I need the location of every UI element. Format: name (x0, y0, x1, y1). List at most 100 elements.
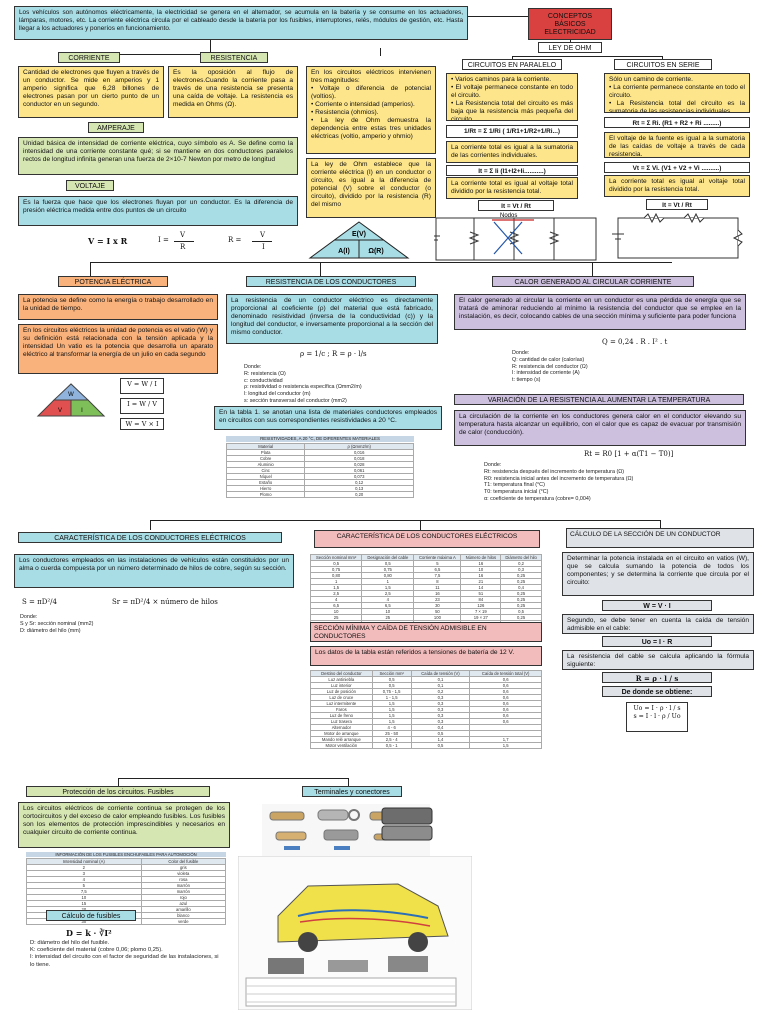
connector-line (420, 520, 421, 530)
voltaje-title: VOLTAJE (66, 180, 114, 191)
serie-text3: La corriente total es igual al voltaje t… (604, 175, 750, 197)
serie-text: Sólo un camino de corriente. • La corrie… (604, 73, 750, 113)
calculo-formula2: Uo = I · R (602, 636, 712, 647)
fuse-table: Intensidad nominal (A)Color del fusible … (26, 858, 227, 925)
connector-line (118, 778, 119, 786)
calor-formula: Q = 0,24 . R . I² . t (602, 338, 668, 346)
paralelo-formula1: 1/Rt = Σ 1/Ri ( 1/R1+1/R2+1/Ri...) (446, 125, 578, 138)
calculo-text1: Determinar la potencia instalada en el c… (562, 552, 754, 596)
connector-line (88, 54, 238, 55)
calculo-formula1: W = V · I (602, 600, 712, 611)
serie-formula1: Rt = Σ Ri. (R1 + R2 + Ri .........) (604, 117, 750, 128)
variacion-donde: Donde: Rt: resistencia después del incre… (484, 462, 634, 502)
ohm-formula-i-left: I = (158, 236, 169, 244)
connector-line (320, 262, 321, 276)
triangle-a-label: A(I) (338, 248, 350, 255)
car-wiring-diagram (238, 856, 472, 1010)
resistivity-table-title: RESISTIVIDADES, A 20 °C, DE DIFERENTES M… (226, 436, 414, 442)
calculo-text3: La resistencia del cable se calcula apli… (562, 650, 754, 670)
serie-formula2: Vt = Σ Vi. (V1 + V2 + Vi ..........) (604, 162, 750, 173)
connector-line (512, 56, 513, 60)
connector-line (348, 778, 349, 786)
calculo-formula4a: Uo = I · ρ · l / s (633, 705, 681, 712)
seccion-minima-title: SECCIÓN MÍNIMA Y CAÍDA DE TENSIÓN ADMISI… (310, 622, 542, 642)
table-header: Diámetro del hilo (500, 554, 542, 561)
calculo-formula4b: s = I · l · ρ / Uo (633, 712, 681, 720)
potencia-text2: En los circuitos eléctricos la unidad de… (18, 324, 218, 374)
connector-line (90, 262, 672, 263)
connector-line (90, 262, 91, 276)
ohm-formula-v: V = I x R (88, 236, 128, 246)
amperaje-title: AMPERAJE (88, 122, 144, 133)
serie-title: CIRCUITOS EN SERIE (614, 59, 712, 70)
proteccion-title: Protección de los circuitos. Fusibles (26, 786, 210, 797)
connector-line (660, 520, 661, 530)
res-conductores-formula: ρ = 1/c ; R = ρ · l/s (300, 350, 367, 358)
paralelo-text: • Varios caminos para la corriente. • El… (446, 73, 578, 121)
power-triangle: W V I (36, 383, 106, 417)
potencia-formula1: V = W / I (120, 378, 164, 394)
seccion-minima-text: Los datos de la tabla están referidos a … (310, 646, 542, 666)
caracteristica-title: CARACTERÍSTICA DE LOS CONDUCTORES ELÉCTR… (18, 532, 282, 543)
triangle-w-label: W (68, 392, 74, 398)
triangle-o-label: Ω(R) (368, 248, 383, 255)
nodos-label: Nodos (500, 213, 517, 219)
paralelo-formula2: It = Σ Ii (I1+I2+Ii...........) (446, 165, 578, 176)
terminales-title: Terminales y conectores (302, 786, 402, 797)
table-header: Designación del cable (361, 554, 415, 561)
ley-ohm-text1: En los circuitos eléctricos intervienen … (306, 66, 436, 154)
triangle-v-label: V (58, 408, 62, 414)
connector-line (118, 778, 348, 779)
calculo-formula3: R = ρ · l / s (602, 672, 712, 683)
table-header: Corriente máxima A (413, 554, 462, 561)
calor-title: CALOR GENERADO AL CIRCULAR CORRIENTE (492, 276, 694, 287)
connector-line (150, 520, 151, 530)
main-title: CONCEPTOS BÁSICOS ELECTRICIDAD (528, 8, 612, 40)
calculo-formula4: Uo = I · ρ · l / s s = I · l · ρ / Uo (626, 702, 688, 732)
series-circuit-diagram (612, 212, 743, 259)
connector-image (381, 807, 433, 841)
ohm-formula-i-num: V (180, 231, 186, 239)
connector-line (512, 56, 662, 57)
paralelo-text2: La corriente total es igual a la sumator… (446, 141, 578, 163)
ohm-formula-r-left: R = (228, 236, 242, 244)
calculo-title: CÁLCULO DE LA SECCIÓN DE UN CONDUCTOR (566, 528, 754, 548)
proteccion-text: Los circuitos eléctricos de corriente co… (18, 802, 230, 848)
paralelo-text3: La corriente total es igual al voltaje t… (446, 177, 578, 199)
caracteristica-formula1: S = πD²/4 (22, 598, 57, 606)
fraction-bar (252, 241, 272, 242)
table-header: Sección nominal mm² (309, 554, 363, 561)
ohm-formula-r-num: V (260, 231, 266, 239)
ley-ohm-text2: La ley de Ohm establece que la corriente… (306, 158, 436, 218)
serie-formula3: It = Vt / Rt (646, 199, 708, 210)
connector-line (592, 262, 593, 276)
corriente-title: CORRIENTE (58, 52, 120, 63)
potencia-formula2: I = W / V (120, 398, 164, 414)
res-conductores-table-text: En la tabla 1. se anotan una lista de ma… (214, 406, 442, 430)
corriente-text: Cantidad de electrones que fluyen a trav… (18, 66, 164, 118)
res-conductores-title: RESISTENCIA DE LOS CONDUCTORES (246, 276, 416, 287)
calculo-text4: De donde se obtiene: (602, 686, 712, 697)
calculo-fusibles-formula: D = k · ∛I² (66, 928, 112, 938)
caracteristica-text: Los conductores empleados en las instala… (14, 554, 294, 588)
connector-line (380, 48, 381, 56)
connector-line (468, 16, 528, 17)
amperaje-text: Unidad básica de intensidad de corriente… (18, 137, 298, 175)
table-header: Número de hilos (460, 554, 502, 561)
connector-line (662, 56, 663, 60)
variacion-title: VARIACIÓN DE LA RESISTENCIA AL AUMENTAR … (454, 394, 744, 405)
serie-text2: El voltaje de la fuente es igual a la su… (604, 132, 750, 158)
ohm-triangle: E(V) A(I) Ω(R) (308, 221, 410, 259)
potencia-formula3: W = V × I (120, 418, 164, 430)
caracteristica-formula2: Sr = πD²/4 × número de hilos (112, 598, 218, 606)
ohm-formula-i-den: R (180, 243, 186, 251)
resistencia-title: RESISTENCIA (200, 52, 268, 63)
parallel-circuit-diagram: Nodos (434, 213, 597, 261)
calor-text: El calor generado al circular la corrien… (454, 294, 746, 330)
caract-tabla-title: CARACTERÍSTICA DE LOS CONDUCTORES ELÉCTR… (314, 530, 540, 548)
